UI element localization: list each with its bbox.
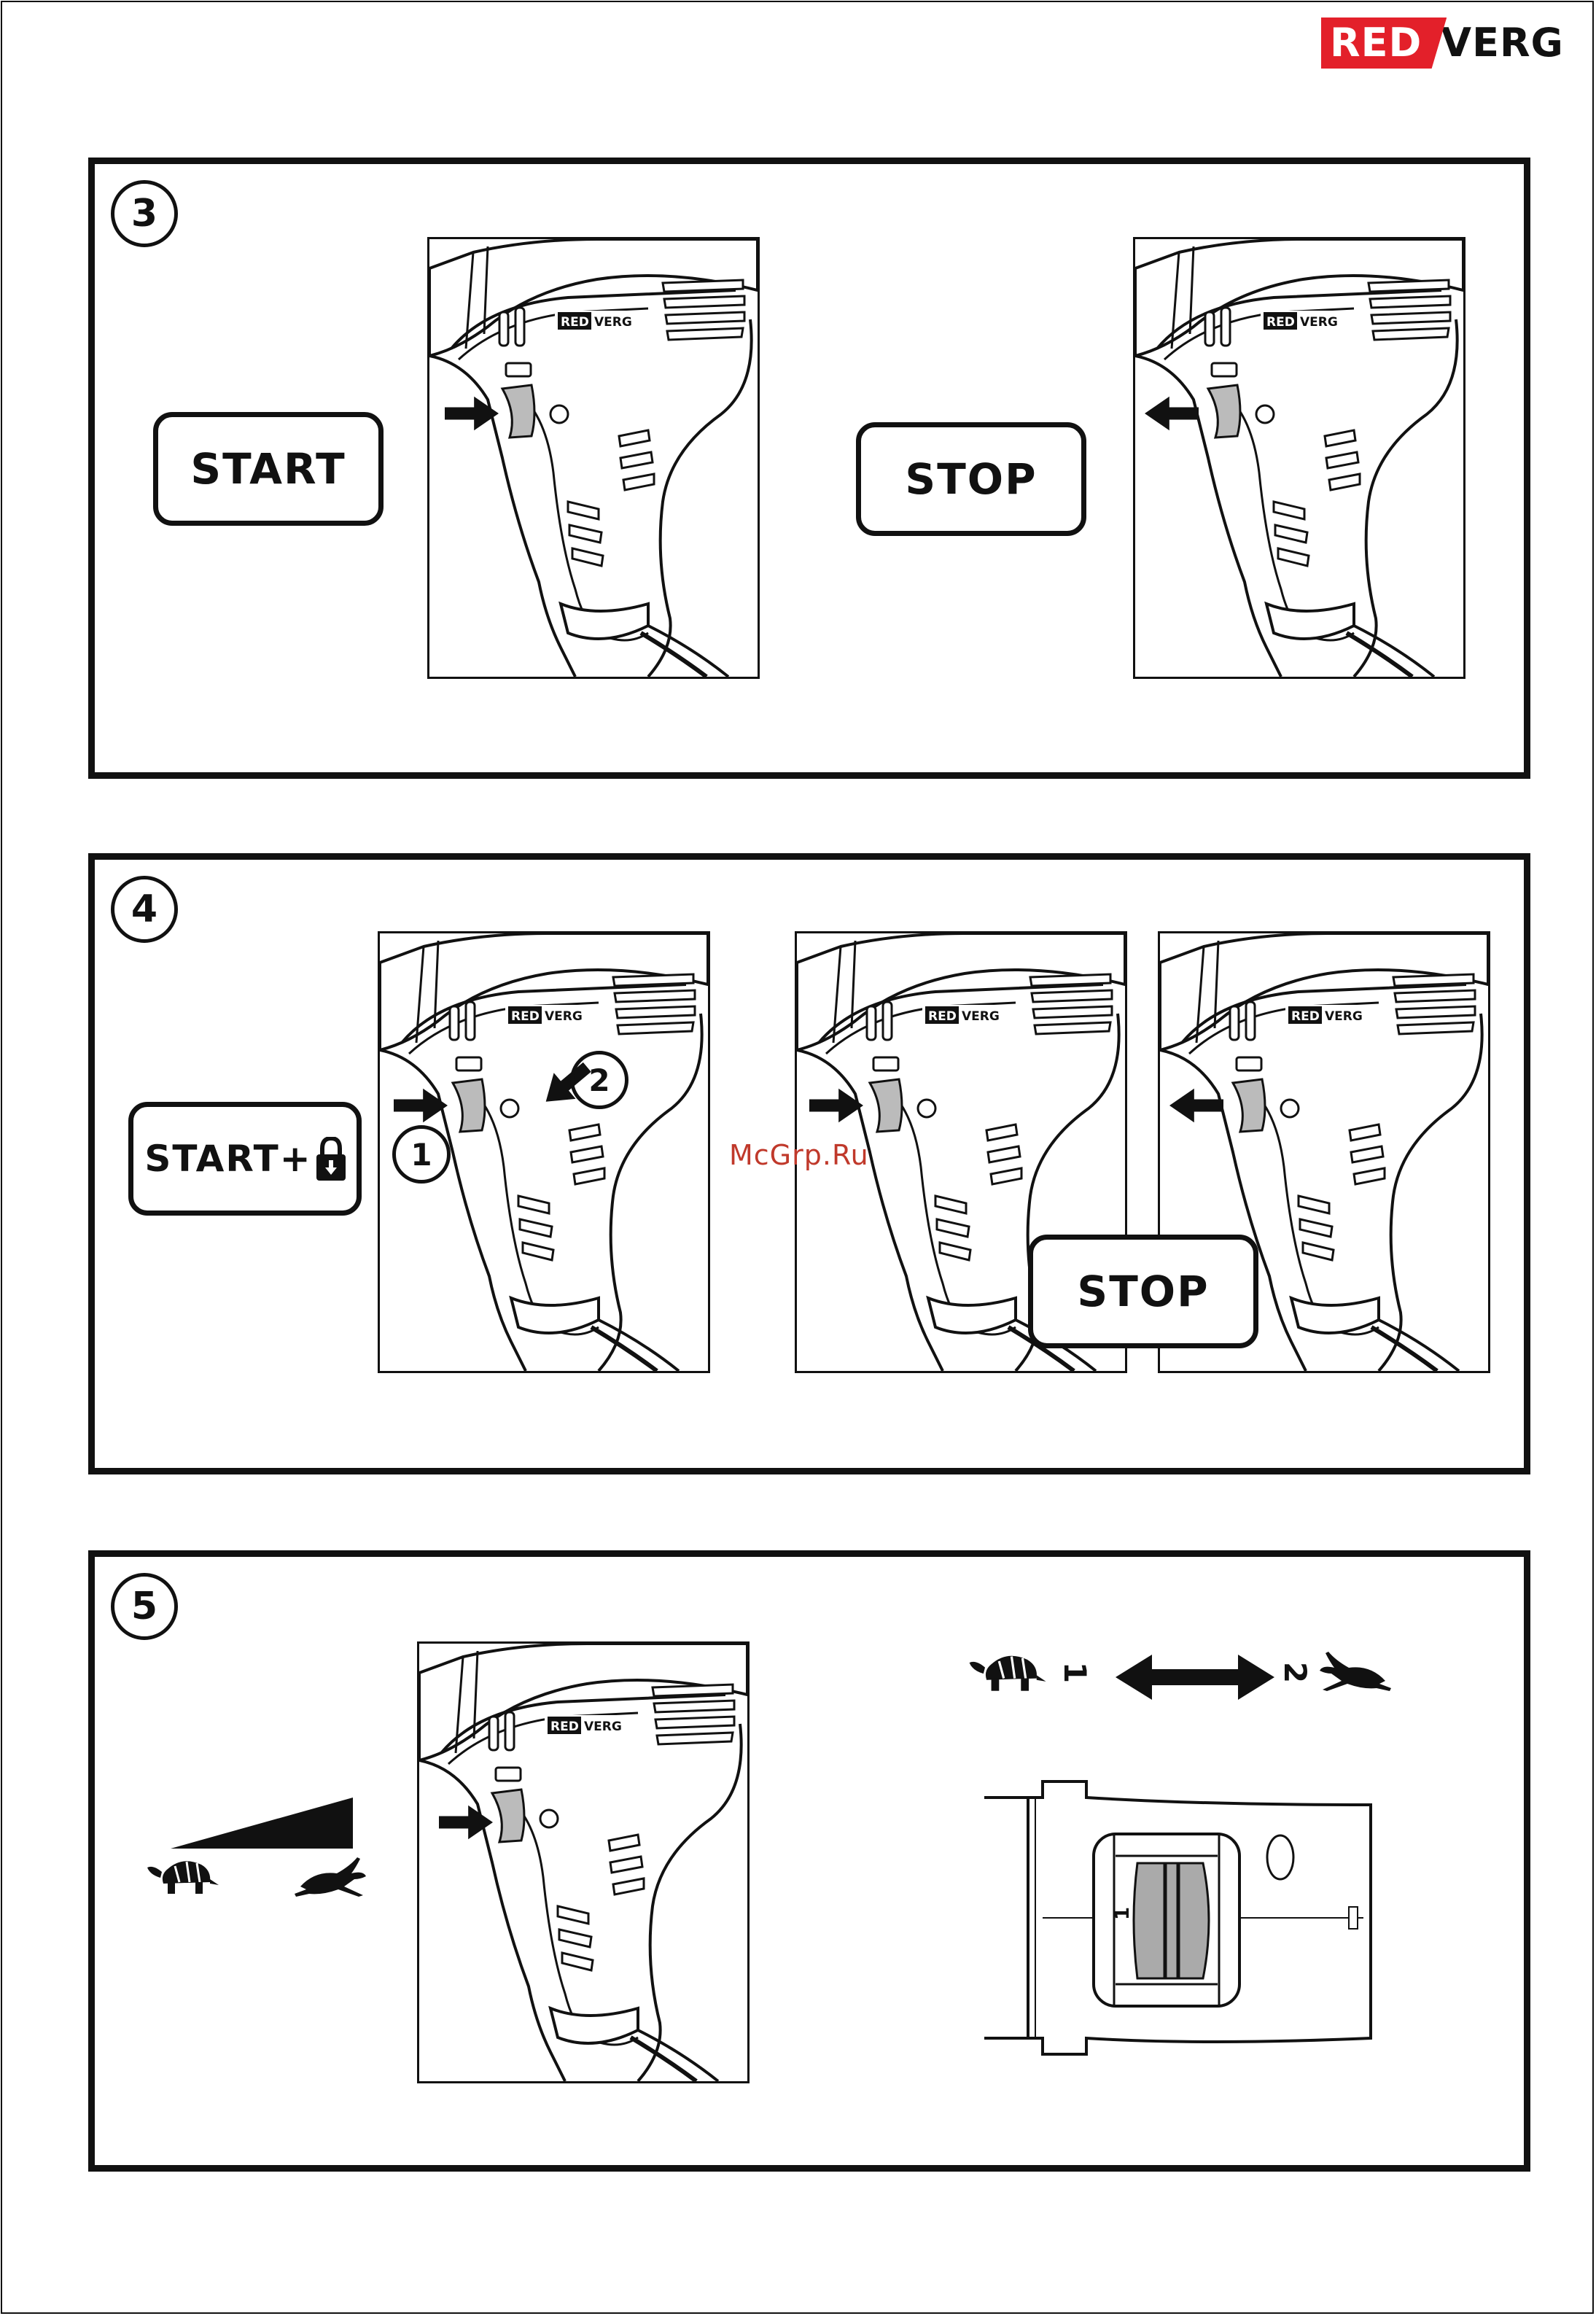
start-lock-label: START+	[128, 1102, 362, 1216]
hare-icon	[293, 1854, 373, 1898]
step-5-number: 5	[111, 1573, 178, 1640]
push-arrow-icon	[394, 1088, 448, 1123]
step-4-number: 4	[111, 876, 178, 943]
step-5-panel: 5 1 2 1	[88, 1550, 1530, 2172]
double-arrow-icon	[1116, 1655, 1274, 1700]
release-arrow-icon	[1169, 1088, 1223, 1123]
push-arrow-icon	[445, 396, 499, 431]
callout-2: 2	[570, 1051, 628, 1109]
stop-label: STOP	[856, 422, 1086, 536]
callout-1: 1	[392, 1125, 451, 1184]
push-arrow-icon-2	[809, 1088, 863, 1123]
logo-verg-part: VERG	[1441, 18, 1564, 69]
step-3-panel: 3 START STOP	[88, 158, 1530, 779]
brand-logo: RED VERG	[1321, 18, 1564, 69]
start-lock-text: START+	[144, 1138, 311, 1180]
speed-ramp-icon	[171, 1798, 357, 1850]
stop-label: STOP	[1028, 1235, 1258, 1348]
speed-1-label: 1	[1057, 1662, 1093, 1683]
start-label: START	[153, 412, 384, 526]
release-arrow-icon	[1145, 396, 1199, 431]
switch-mark-1: 1	[1112, 1907, 1134, 1920]
lock-icon	[316, 1137, 346, 1181]
push-arrow-icon	[439, 1805, 493, 1840]
logo-red-part: RED	[1321, 18, 1447, 69]
speed-selector-switch: 1	[984, 1776, 1378, 2060]
speed-2-label: 2	[1277, 1662, 1313, 1683]
step-3-number: 3	[111, 180, 178, 247]
drill-illustration-start	[427, 237, 760, 679]
drill-illustration-speed	[417, 1641, 750, 2083]
drill-illustration-stop	[1133, 237, 1465, 679]
turtle-icon	[146, 1856, 219, 1897]
turtle-icon	[967, 1650, 1047, 1694]
watermark: McGrp.Ru	[729, 1139, 869, 1171]
hare-icon	[1312, 1649, 1393, 1693]
